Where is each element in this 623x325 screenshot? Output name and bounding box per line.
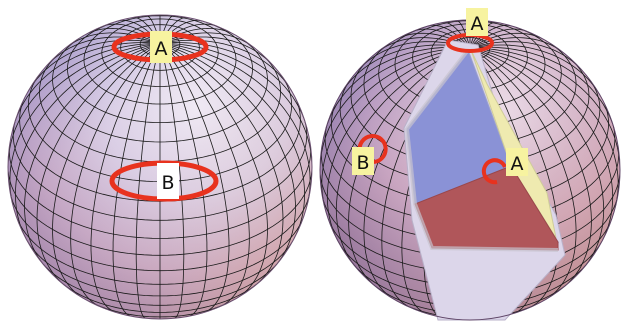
- grid-line: [8, 166, 312, 256]
- grid-line: [36, 42, 161, 285]
- svg-text:A: A: [471, 13, 484, 35]
- right-side-arc: [357, 134, 388, 165]
- grid-line: [469, 47, 619, 209]
- grid-line: [13, 42, 161, 124]
- grid-line: [120, 24, 200, 71]
- grid-line: [159, 43, 208, 317]
- grid-line: [19, 98, 301, 202]
- grid-line: [14, 42, 161, 239]
- grid-line: [469, 44, 601, 96]
- grid-line: [320, 47, 471, 166]
- grid-line: [27, 39, 161, 93]
- grid-line: [339, 44, 471, 96]
- grid-line: [159, 36, 273, 65]
- left-sphere: A B: [7, 14, 313, 320]
- svg-text:A: A: [511, 153, 524, 175]
- grid-line: [83, 15, 237, 105]
- facet-yellow: [470, 49, 557, 239]
- grid-line: [326, 47, 471, 241]
- grid-line: [428, 24, 471, 49]
- grid-line: [469, 28, 527, 49]
- grid-line: [159, 42, 306, 239]
- grid-line: [90, 43, 161, 313]
- svg-text:B: B: [161, 172, 174, 194]
- grid-line: [112, 43, 161, 317]
- right-label-a-center: A: [506, 148, 528, 176]
- grid-line: [159, 42, 307, 124]
- grid-line: [321, 47, 471, 209]
- grid-line: [67, 19, 253, 123]
- grid-line: [70, 42, 161, 308]
- right-center-arc: [481, 158, 507, 185]
- grid-line: [52, 35, 268, 143]
- grid-line: [469, 47, 559, 309]
- grid-line: [8, 42, 161, 163]
- grid-line: [159, 42, 284, 285]
- right-label-b: B: [352, 147, 374, 175]
- grid-line: [159, 42, 250, 308]
- grid-line: [325, 46, 471, 128]
- grid-line: [159, 39, 293, 93]
- grid-line: [469, 47, 605, 269]
- grid-line: [101, 18, 219, 87]
- svg-text:A: A: [155, 38, 168, 60]
- grid-line: [42, 263, 278, 306]
- grid-line: [27, 73, 293, 182]
- grid-line: [159, 43, 230, 313]
- grid-line: [456, 20, 471, 49]
- right-label-a-top: A: [466, 8, 488, 36]
- grid-line: [16, 216, 304, 285]
- grid-line: [8, 146, 312, 239]
- left-sphere-grid: [8, 15, 312, 319]
- right-sphere: A B A: [319, 8, 621, 321]
- grid-line: [38, 53, 282, 163]
- grid-line: [62, 283, 258, 313]
- grid-line: [469, 37, 564, 53]
- grid-line: [12, 121, 308, 221]
- grid-line: [9, 192, 311, 272]
- grid-line: [469, 46, 615, 128]
- left-label-a: A: [150, 31, 172, 63]
- svg-text:B: B: [356, 152, 369, 174]
- grid-line: [469, 47, 592, 286]
- grid-line: [335, 47, 471, 269]
- grid-line: [413, 28, 471, 49]
- grid-line: [469, 47, 577, 300]
- grid-line: [24, 42, 161, 267]
- grid-line: [469, 47, 614, 241]
- grid-line: [159, 42, 296, 267]
- left-label-b: B: [157, 163, 179, 199]
- grid-line: [26, 239, 294, 297]
- grid-line: [47, 36, 161, 65]
- grid-line: [469, 24, 512, 49]
